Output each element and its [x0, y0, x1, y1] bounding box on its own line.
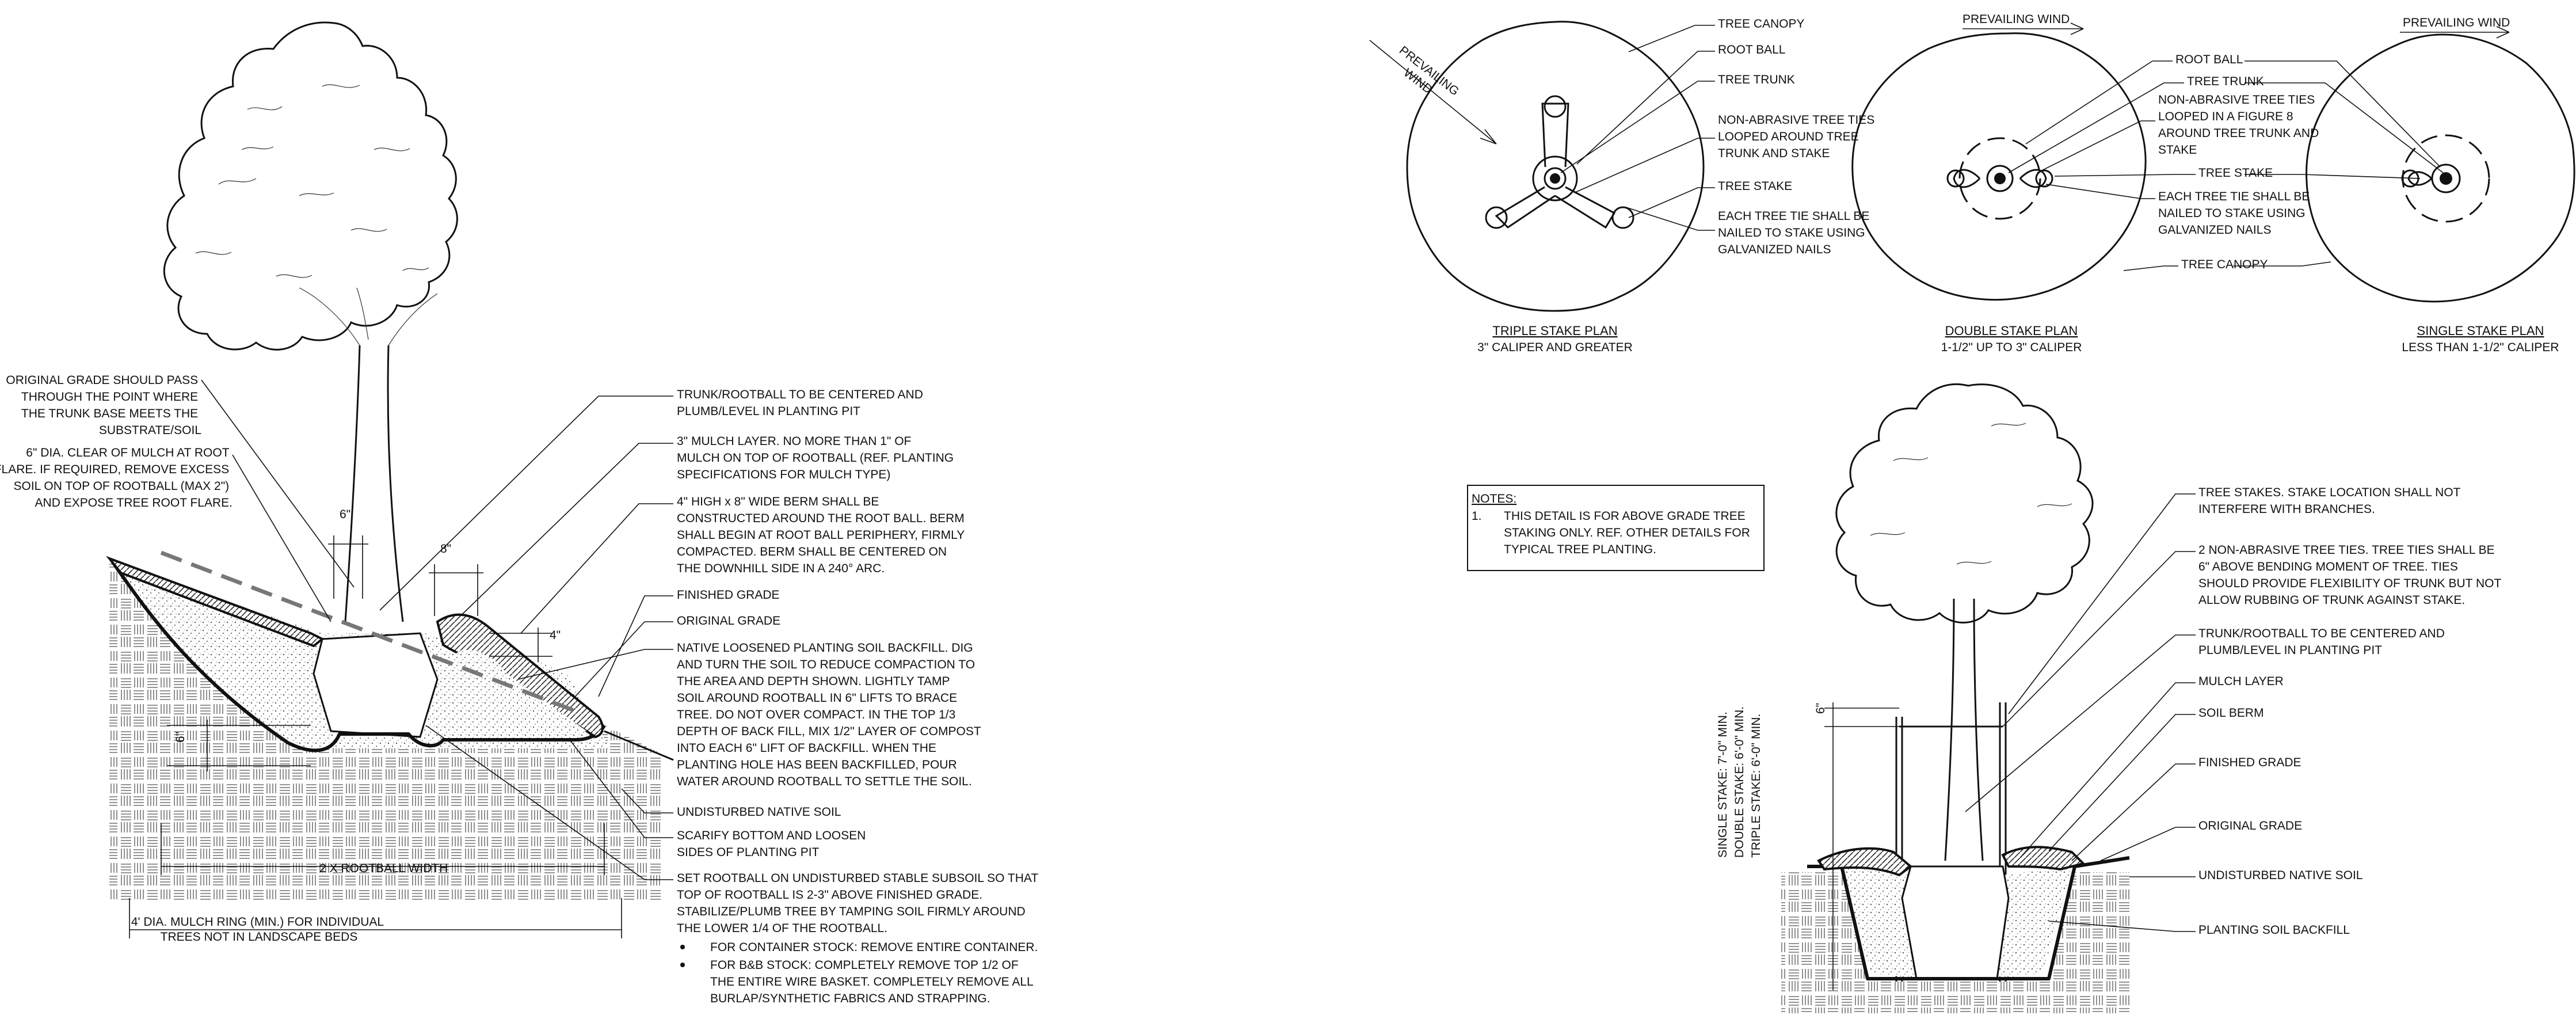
label-trunk-centered: TRUNK/ROOTBALL TO BE CENTERED AND PLUMB/… — [677, 388, 927, 418]
staking-tree-trunk — [1944, 598, 1984, 861]
prevailing-wind-label-1: PREVAILING WIND — [1388, 44, 1464, 112]
label-mulch-layer: 3" MULCH LAYER. NO MORE THAN 1" OF MULCH… — [677, 435, 957, 481]
dim-8-inch-berm: 8" — [440, 542, 451, 556]
double-canopy-label: TREE CANOPY — [2181, 258, 2268, 271]
triple-stake-label: TREE STAKE — [1718, 180, 1792, 193]
dim-6-inch-depth: 6" — [174, 732, 187, 743]
mulch-ring-dim: 4' DIA. MULCH RING (MIN.) FOR INDIVIDUAL… — [131, 915, 387, 944]
triple-ties-label: NON-ABRASIVE TREE TIES LOOPED AROUND TRE… — [1718, 113, 1878, 160]
single-stake-plan-title: SINGLE STAKE PLAN — [2417, 324, 2544, 338]
label-berm: 4" HIGH x 8" WIDE BERM SHALL BE CONSTRUC… — [677, 495, 968, 575]
staking-label-finished: FINISHED GRADE — [2198, 756, 2301, 769]
tree-planting-detail: 6" 8" 4" 6" 2 X ROOTBALL WIDTH 4' DIA. M… — [0, 21, 1042, 1005]
stake-plans: PREVAILING WIND TREE CANOPY ROOT BALL TR… — [1369, 13, 2575, 354]
staking-backfill — [1842, 866, 2072, 979]
triple-plan-canopy — [1406, 21, 1705, 312]
label-set-rootball: SET ROOTBALL ON UNDISTURBED STABLE SUBSO… — [677, 872, 1042, 935]
staking-mulch — [1817, 846, 2086, 877]
staking-label-berm: SOIL BERM — [2198, 706, 2264, 720]
tree-trunk-drawing — [344, 345, 404, 622]
staking-label-ties: 2 NON-ABRASIVE TREE TIES. TREE TIES SHAL… — [2198, 543, 2505, 607]
double-rootball-label: ROOT BALL — [2175, 53, 2243, 66]
finished-grade-line — [604, 730, 674, 761]
single-stake — [2401, 134, 2490, 223]
staking-label-trunk: TRUNK/ROOTBALL TO BE CENTERED AND PLUMB/… — [2198, 627, 2448, 657]
double-trunk-label: TREE TRUNK — [2187, 75, 2264, 88]
dim-6-inch-mulch: 6" — [340, 508, 350, 521]
staking-label-backfill: PLANTING SOIL BACKFILL — [2198, 923, 2350, 937]
label-bullet-container: FOR CONTAINER STOCK: REMOVE ENTIRE CONTA… — [710, 941, 1038, 954]
double-stake-plan-title: DOUBLE STAKE PLAN — [1945, 324, 2078, 338]
label-undisturbed-soil: UNDISTURBED NATIVE SOIL — [677, 805, 841, 819]
staking-tree-canopy — [1835, 383, 2094, 623]
triple-nailed-label: EACH TREE TIE SHALL BE NAILED TO STAKE U… — [1718, 210, 1873, 256]
label-original-grade-note: ORIGINAL GRADE SHOULD PASS THROUGH THE P… — [6, 374, 201, 437]
notes-heading: NOTES: — [1472, 492, 1516, 505]
single-stake-plan-caliper: LESS THAN 1-1/2" CALIPER — [2402, 341, 2559, 354]
double-stake-label: TREE STAKE — [2198, 166, 2273, 180]
stake-height-dims: SINGLE STAKE: 7'-0" MIN. DOUBLE STAKE: 6… — [1716, 703, 1763, 858]
staking-label-mulch: MULCH LAYER — [2198, 675, 2284, 688]
double-nailed-label: EACH TREE TIE SHALL BE NAILED TO STAKE U… — [2158, 190, 2313, 237]
double-stake-plan-caliper: 1-1/2" UP TO 3" CALIPER — [1941, 341, 2082, 354]
tree-canopy-drawing — [163, 21, 458, 351]
double-plan-canopy — [1851, 32, 2147, 301]
staking-label-stakes: TREE STAKES. STAKE LOCATION SHALL NOT IN… — [2198, 486, 2464, 516]
notes-number: 1. — [1472, 510, 1482, 523]
triple-stakes-tripod — [1485, 95, 1634, 229]
triple-canopy-label: TREE CANOPY — [1718, 17, 1805, 31]
triple-stake-plan-caliper: 3" CALIPER AND GREATER — [1477, 341, 1633, 354]
staking-label-original: ORIGINAL GRADE — [2198, 819, 2302, 832]
label-backfill: NATIVE LOOSENED PLANTING SOIL BACKFILL. … — [677, 641, 984, 788]
label-original-grade: ORIGINAL GRADE — [677, 614, 780, 628]
notes-box: NOTES: 1. THIS DETAIL IS FOR ABOVE GRADE… — [1467, 485, 1765, 571]
double-stakes — [1946, 137, 2053, 220]
mulch-layer-left — [105, 556, 325, 648]
double-ties-label: NON-ABRASIVE TREE TIES LOOPED IN A FIGUR… — [2158, 93, 2322, 157]
rootball — [313, 632, 439, 738]
original-grade-line — [160, 550, 577, 713]
triple-trunk-label: TREE TRUNK — [1718, 73, 1795, 86]
tree-staking-detail: 6" SINGLE STAKE: 7'-0" MIN. DOUBLE STAKE… — [1716, 383, 2505, 1013]
prevailing-wind-label-3: PREVAILING WIND — [2403, 16, 2510, 29]
single-plan-canopy — [2306, 33, 2575, 303]
label-finished-grade: FINISHED GRADE — [677, 588, 780, 602]
staking-label-undisturbed: UNDISTURBED NATIVE SOIL — [2198, 869, 2363, 882]
notes-text: THIS DETAIL IS FOR ABOVE GRADE TREE STAK… — [1504, 510, 1754, 556]
staking-native-soil — [1781, 872, 2129, 1013]
label-scarify: SCARIFY BOTTOM AND LOOSEN SIDES OF PLANT… — [677, 829, 869, 859]
label-bullet-bb: FOR B&B STOCK: COMPLETELY REMOVE TOP 1/2… — [710, 959, 1037, 1005]
label-mulch-clearance: 6" DIA. CLEAR OF MULCH AT ROOT FLARE. IF… — [0, 446, 233, 510]
triple-rootball-label: ROOT BALL — [1718, 43, 1786, 56]
rootball-width-dim: 2 X ROOTBALL WIDTH — [319, 862, 448, 875]
prevailing-wind-label-2: PREVAILING WIND — [1963, 13, 2070, 26]
dim-4-inch-berm: 4" — [550, 629, 561, 642]
triple-stake-plan-title: TRIPLE STAKE PLAN — [1492, 324, 1617, 338]
staking-rootball — [1901, 865, 2010, 980]
staking-dim-6-inch: 6" — [1814, 703, 1827, 714]
